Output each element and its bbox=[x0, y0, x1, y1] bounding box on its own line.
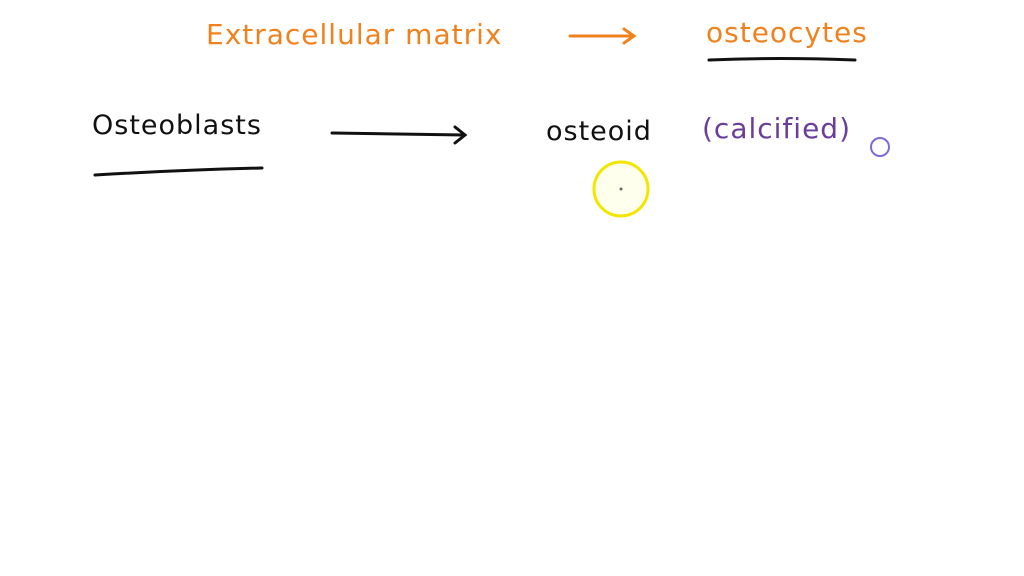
underline-osteocytes bbox=[707, 57, 857, 62]
arrow-orange bbox=[568, 27, 637, 45]
osteoid-text: osteoid bbox=[546, 116, 652, 147]
osteoblasts-text: Osteoblasts bbox=[92, 110, 262, 141]
extracellular-matrix-text: Extracellular matrix bbox=[206, 18, 503, 51]
calcified-note: (calcified) bbox=[702, 112, 851, 145]
arrow-black bbox=[330, 125, 468, 145]
osteocytes-text: osteocytes bbox=[706, 16, 868, 49]
cursor-highlight-icon bbox=[592, 160, 650, 218]
underline-osteoblasts bbox=[93, 166, 264, 177]
purple-scribble bbox=[870, 137, 890, 157]
